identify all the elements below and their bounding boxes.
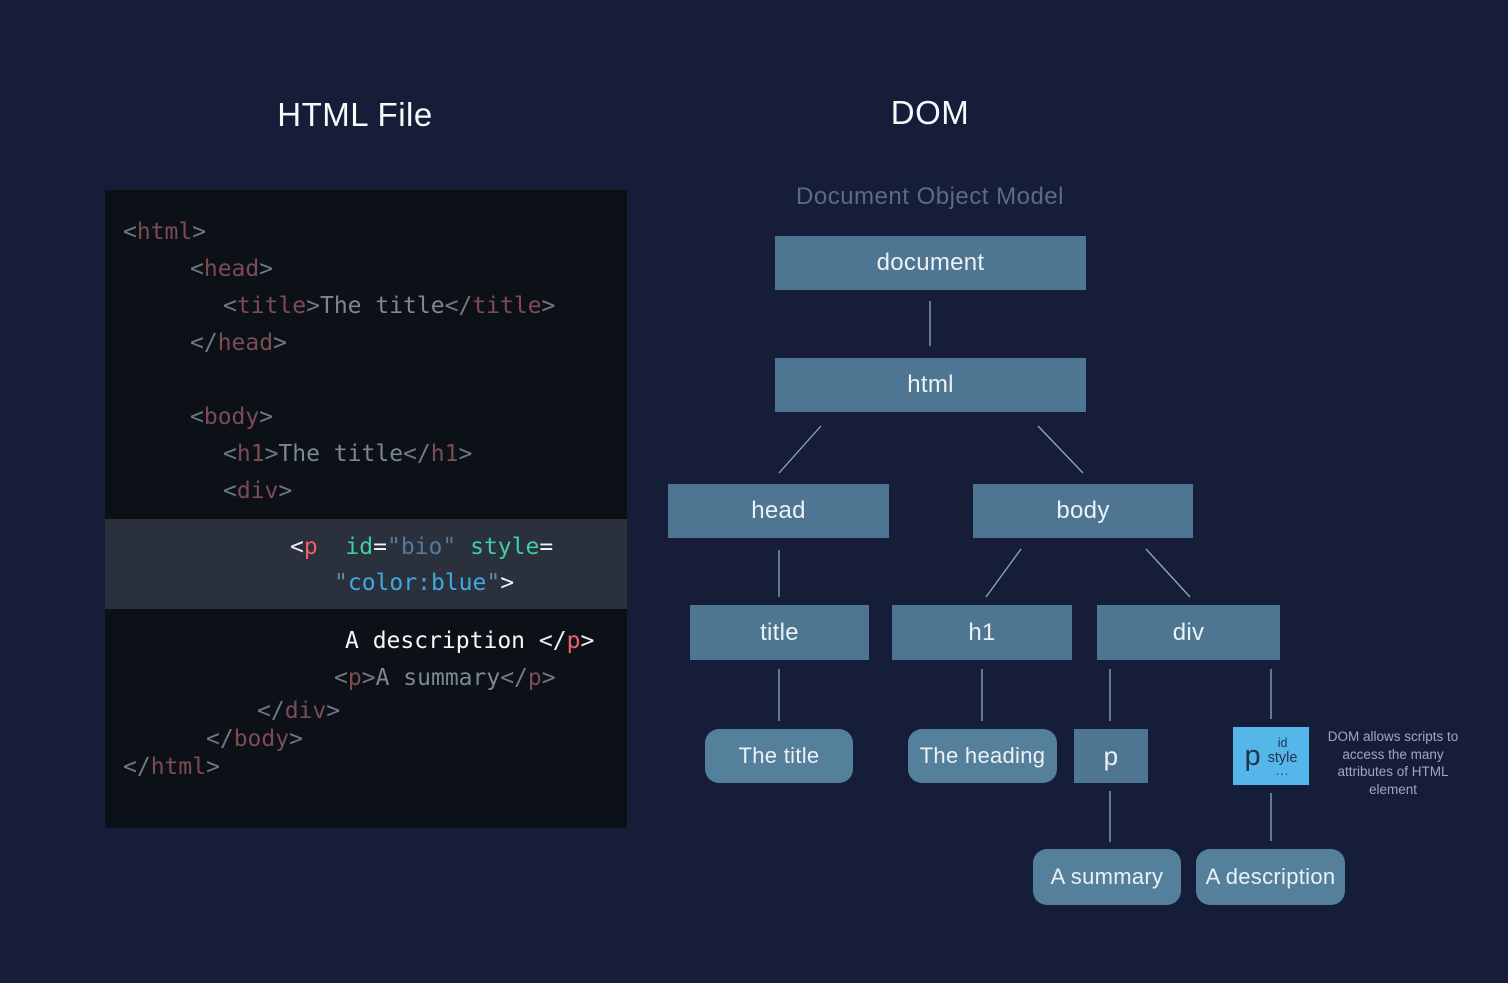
dom-node-div: div	[1097, 605, 1280, 660]
code-token: title	[472, 293, 542, 319]
code-line: A description </p>	[105, 623, 627, 660]
code-token: "	[334, 570, 348, 596]
code-token: <	[290, 534, 304, 560]
dom-node-the-heading: The heading	[908, 729, 1057, 783]
code-token: title	[236, 293, 307, 319]
code-token: h1	[236, 441, 265, 467]
code-token: <	[223, 478, 237, 504]
code-token: <	[123, 219, 137, 245]
code-token: >	[306, 293, 320, 319]
code-token: html	[136, 219, 193, 245]
code-token: head	[217, 330, 274, 356]
code-token: style	[470, 534, 540, 560]
code-editor: <html><head><title>The title</title></he…	[105, 190, 627, 828]
code-token: >	[259, 256, 274, 282]
code-token: =	[373, 534, 387, 560]
code-token: h1	[430, 441, 459, 467]
code-token: >	[326, 698, 341, 724]
code-line: </body>	[105, 725, 627, 753]
code-token: p	[527, 665, 542, 691]
code-line: <h1>The title</h1>	[105, 436, 627, 473]
code-token: >	[206, 754, 220, 780]
code-line: <html>	[105, 214, 627, 251]
code-token: </	[190, 330, 218, 356]
code-token: <	[334, 665, 348, 691]
code-line: "color:blue">	[105, 565, 627, 601]
code-token: p	[347, 665, 362, 691]
p-attr-id: id	[1277, 735, 1288, 750]
code-token: </	[538, 628, 567, 654]
code-token: The title	[319, 293, 445, 319]
code-highlighted-block: <p id="bio" style="color:blue">	[105, 519, 627, 609]
code-token: head	[203, 256, 260, 282]
code-token: </	[257, 698, 285, 724]
code-token: </	[206, 726, 234, 752]
dom-node-document: document	[775, 236, 1086, 290]
code-token: >	[264, 441, 279, 467]
code-token: </	[500, 665, 528, 691]
code-token: color:blue	[347, 570, 487, 596]
code-token: <	[190, 404, 204, 430]
code-token: <	[190, 256, 204, 282]
code-token: div	[236, 478, 279, 504]
code-token: >	[289, 726, 303, 752]
p-attr-more: ...	[1275, 763, 1290, 778]
code-token: >	[273, 330, 287, 356]
code-token: >	[192, 219, 207, 245]
code-token: "	[486, 570, 501, 596]
html-file-title: HTML File	[277, 96, 433, 133]
dom-node-html: html	[775, 358, 1086, 412]
code-token: </	[123, 754, 151, 780]
code-token: >	[541, 293, 556, 319]
dom-subtitle: Document Object Model	[796, 183, 1064, 210]
dom-node-body: body	[973, 484, 1193, 538]
dom-node-p-attributes: p id style ...	[1233, 727, 1309, 785]
code-token: <	[223, 293, 237, 319]
code-line: <body>	[105, 399, 627, 436]
dom-node-title: title	[690, 605, 869, 660]
code-token: </	[444, 293, 473, 319]
code-token: id	[345, 534, 374, 560]
code-line: </div>	[105, 697, 627, 725]
code-line: <title>The title</title>	[105, 288, 627, 325]
code-line: </head>	[105, 325, 627, 362]
code-token: The title	[278, 441, 404, 467]
dom-annotation-text: DOM allows scripts to access the many at…	[1327, 729, 1459, 797]
dom-node-a-summary: A summary	[1033, 849, 1181, 905]
code-token: <	[223, 441, 237, 467]
code-line: <div>	[105, 473, 627, 510]
code-token: >	[500, 570, 515, 596]
code-token: >	[361, 665, 376, 691]
dom-title: DOM	[890, 94, 970, 131]
code-line: <head>	[105, 251, 627, 288]
code-token: p	[566, 628, 581, 654]
dom-node-the-title: The title	[705, 729, 853, 783]
code-token: body	[203, 404, 260, 430]
code-token: =	[539, 534, 554, 560]
p-attrs-tag: p	[1244, 739, 1261, 772]
code-token: >	[458, 441, 473, 467]
code-line: <p>A summary</p>	[105, 660, 627, 697]
code-token: A description	[345, 628, 539, 654]
code-token: A summary	[375, 665, 501, 691]
code-token: >	[259, 404, 274, 430]
code-token: "bio"	[386, 534, 457, 560]
dom-node-p: p	[1074, 729, 1148, 783]
dom-node-a-description: A description	[1196, 849, 1345, 905]
code-token: body	[233, 726, 290, 752]
code-line: </html>	[105, 753, 627, 781]
code-token: html	[150, 754, 207, 780]
code-token: </	[403, 441, 431, 467]
code-line: <p id="bio" style=	[105, 529, 627, 565]
code-token: >	[580, 628, 595, 654]
dom-node-h1: h1	[892, 605, 1072, 660]
dom-node-head: head	[668, 484, 889, 538]
code-token: >	[278, 478, 293, 504]
code-token: div	[284, 698, 327, 724]
p-attrs-list: id style ...	[1267, 735, 1298, 778]
code-token: p	[303, 534, 318, 560]
code-token: >	[541, 665, 556, 691]
p-attr-style: style	[1267, 749, 1298, 766]
